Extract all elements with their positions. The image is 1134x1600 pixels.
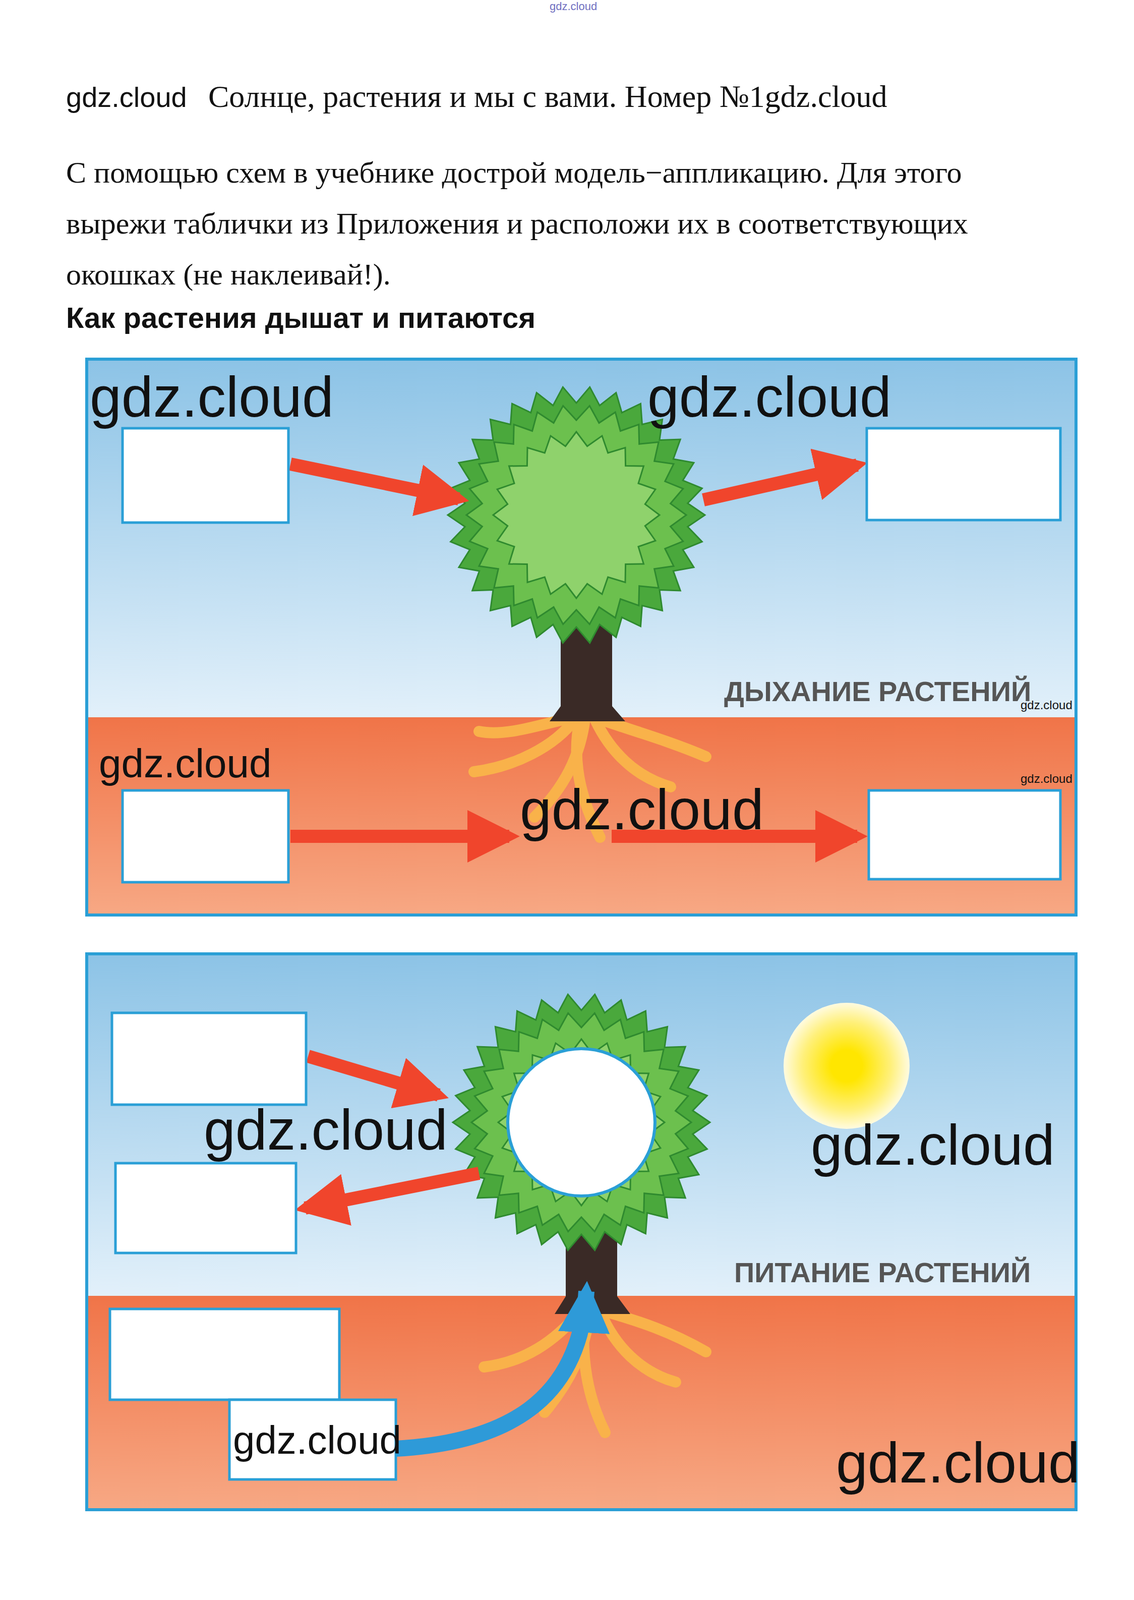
tree-crown [466, 405, 687, 625]
tree-crown [471, 1012, 692, 1232]
panel-title: ПИТАНИЕ РАСТЕНИЙ [734, 1255, 1031, 1289]
watermark: gdz.cloud [203, 1096, 448, 1163]
watermark: gdz.cloud [232, 1416, 402, 1463]
watermark: gdz.cloud [647, 364, 892, 430]
arrows [290, 463, 858, 1208]
watermark: gdz.cloud [1020, 697, 1073, 712]
watermark: gdz.cloud [549, 0, 598, 14]
water-arrow [395, 1290, 587, 1449]
watermark: gdz.cloud [810, 1111, 1055, 1178]
empty-boxes [109, 428, 1061, 1479]
watermark: gdz.cloud [66, 80, 188, 114]
panel-frame [86, 359, 1077, 915]
panel-title: ДЫХАНИЕ РАСТЕНИЙ [724, 674, 1032, 708]
watermark: gdz.cloud [98, 740, 272, 787]
instruction: С помощью схем в учебнике дострой модель… [66, 147, 974, 301]
watermark: gdz.cloud [836, 1429, 1081, 1496]
watermark: gdz.cloud [89, 364, 334, 430]
watermark: gdz.cloud [519, 776, 764, 843]
leaf-circle [507, 1048, 655, 1196]
page-title: Солнце, растения и мы с вами. Номер №1gd… [208, 78, 888, 115]
watermark: gdz.cloud [1020, 771, 1073, 786]
section-heading: Как растения дышат и питаются [66, 300, 536, 335]
panel-frame [86, 953, 1077, 1510]
tree-crown [493, 431, 660, 599]
tree-crown [498, 1038, 665, 1206]
sun [783, 1002, 910, 1129]
tree-crown [452, 993, 710, 1250]
soil [86, 717, 1077, 915]
